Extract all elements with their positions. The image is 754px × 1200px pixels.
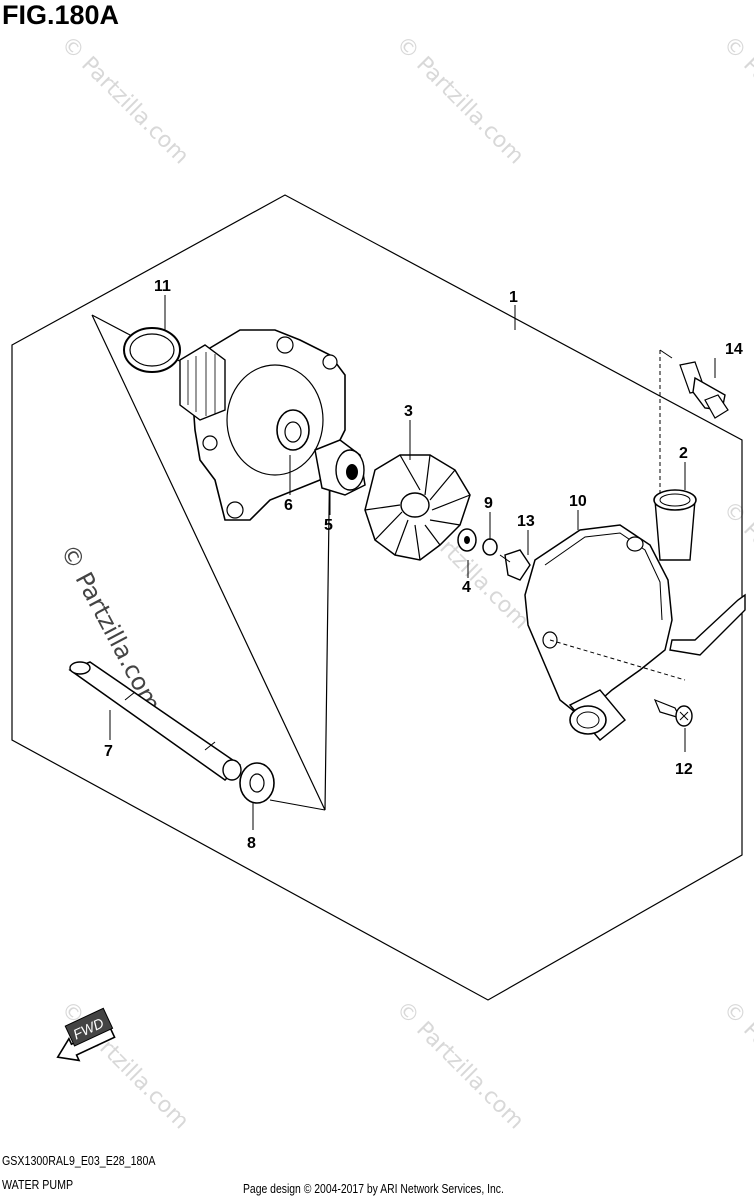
watermark-text: © Partzilla.com <box>718 32 754 170</box>
bolt-part-14 <box>679 361 729 419</box>
callout-1: 1 <box>509 289 518 306</box>
callout-3: 3 <box>404 403 413 420</box>
bolt-part-13 <box>499 549 531 581</box>
watermark-text: © Partzilla.com <box>56 997 194 1135</box>
watermark-text: © Partzilla.com <box>718 997 754 1135</box>
callout-labels: 1 2 3 4 5 6 7 8 9 10 11 12 13 14 <box>104 278 743 852</box>
shaft-part-7 <box>68 661 242 781</box>
impeller-part-3 <box>364 454 471 561</box>
footer-copyright: Page design © 2004-2017 by ARI Network S… <box>243 1181 504 1196</box>
leader-lines <box>109 295 716 830</box>
assembly-subframe-line <box>269 799 326 811</box>
washer-part-8-hole <box>249 773 265 793</box>
callout-14: 14 <box>725 341 743 358</box>
callout-13: 13 <box>517 513 535 530</box>
callout-9: 9 <box>484 495 493 512</box>
washer-part-9 <box>482 538 498 556</box>
pump-cover-part-6 <box>179 329 346 521</box>
callout-6: 6 <box>284 497 293 514</box>
callout-5: 5 <box>324 517 333 534</box>
footer-diagram-name: WATER PUMP <box>2 1177 74 1192</box>
callout-2: 2 <box>679 445 688 462</box>
footer-diagram-code: GSX1300RAL9_E03_E28_180A <box>2 1153 156 1168</box>
callout-10: 10 <box>569 493 587 510</box>
watermark-text: © Partzilla.com <box>391 32 529 170</box>
callout-4: 4 <box>462 579 471 596</box>
figure-title: FIG.180A <box>2 0 120 30</box>
watermark-text: © Partzilla.com <box>56 32 194 170</box>
washer-part-4-hole <box>464 536 470 544</box>
o-ring-part-11 <box>123 327 181 373</box>
callout-11: 11 <box>154 278 171 295</box>
screw-part-12 <box>653 698 693 727</box>
pump-case-part-10 <box>524 489 746 741</box>
callout-8: 8 <box>247 835 256 852</box>
callout-7: 7 <box>104 743 113 760</box>
mechanical-seal-part-5 <box>314 439 366 496</box>
watermark-text: © Partzilla.com <box>391 997 529 1135</box>
assembly-outline <box>11 194 743 1001</box>
callout-12: 12 <box>675 761 693 778</box>
o-ring-part-11-inner <box>129 333 175 367</box>
